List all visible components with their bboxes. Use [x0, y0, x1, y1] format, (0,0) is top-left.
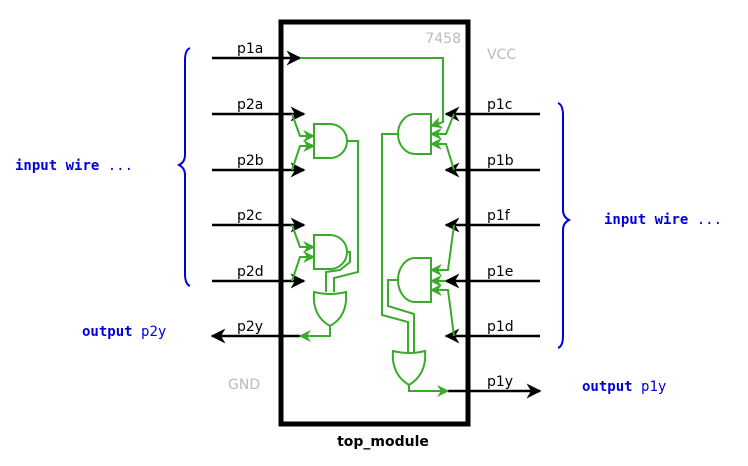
wire-p1d-and	[429, 284, 455, 337]
pin-label-p1b: p1b	[487, 153, 514, 169]
anno-name: p1y	[641, 379, 666, 395]
anno-keyword: output	[582, 379, 633, 395]
pin-label-p1y: p1y	[487, 374, 513, 390]
module-name: top_module	[337, 434, 429, 450]
left-pins: p1a p2a p2b p2c p2d p2y	[210, 41, 306, 344]
wire-p2c-and	[291, 224, 316, 253]
wire-p1a-and	[300, 57, 444, 129]
left-input-brace	[176, 47, 191, 287]
wire-p1c-and	[429, 113, 455, 140]
logic-p1	[300, 57, 455, 397]
anno-type: wire	[66, 158, 100, 174]
anno-rest: ...	[697, 212, 722, 228]
right-input-annotation: input wire ...	[604, 212, 722, 228]
module-box	[278, 19, 471, 427]
wire-p1f-and	[429, 224, 455, 276]
anno-keyword: input	[15, 158, 57, 174]
anno-name: p2y	[141, 324, 166, 340]
wire-or-p2y-out	[298, 326, 331, 342]
wire-p1b-and	[429, 138, 455, 171]
chip-number: 7458	[425, 31, 461, 47]
anno-type: wire	[655, 212, 689, 228]
anno-rest: ...	[108, 158, 133, 174]
wire-and-p1def-or	[387, 279, 415, 352]
pin-label-p2d: p2d	[237, 264, 264, 280]
anno-keyword: output	[82, 324, 133, 340]
right-output-annotation: output p1y	[582, 379, 666, 395]
logic-p2	[291, 113, 359, 342]
pin-label-p1a: p1a	[237, 41, 263, 57]
pin-label-p1f: p1f	[487, 208, 511, 224]
pin-label-p2a: p2a	[237, 97, 263, 113]
left-output-annotation: output p2y	[82, 324, 166, 340]
pin-label-p1d: p1d	[487, 319, 514, 335]
wire-p2d-and	[291, 251, 316, 282]
or-gate-p1y	[391, 349, 427, 387]
and-gate-p2cd	[313, 234, 348, 270]
wire-and-p2ab-or	[333, 140, 359, 292]
wire-p2b-and	[291, 140, 316, 171]
anno-keyword: input	[604, 212, 646, 228]
pin-label-p2y: p2y	[237, 319, 263, 335]
pin-label-p1c: p1c	[487, 97, 513, 113]
wire-and-p1abc-or	[381, 133, 409, 352]
and-gate-p2ab	[313, 123, 348, 159]
gnd-label: GND	[228, 377, 260, 393]
and-gate-p1abc	[397, 113, 432, 155]
or-gate-p2y	[312, 290, 348, 328]
right-pins: p1c p1b p1f p1e p1d p1y	[444, 97, 542, 399]
left-input-annotation: input wire ...	[15, 158, 133, 174]
pin-label-p2c: p2c	[237, 208, 263, 224]
pin-label-p2b: p2b	[237, 153, 264, 169]
wire-p2a-and	[291, 113, 316, 142]
pin-label-p1e: p1e	[487, 264, 513, 280]
wire-and-p2cd-or	[325, 251, 351, 292]
vcc-label: VCC	[487, 47, 516, 63]
right-input-brace	[557, 102, 572, 349]
and-gate-p1def	[397, 257, 432, 303]
wire-or-p1y-out	[408, 385, 450, 397]
